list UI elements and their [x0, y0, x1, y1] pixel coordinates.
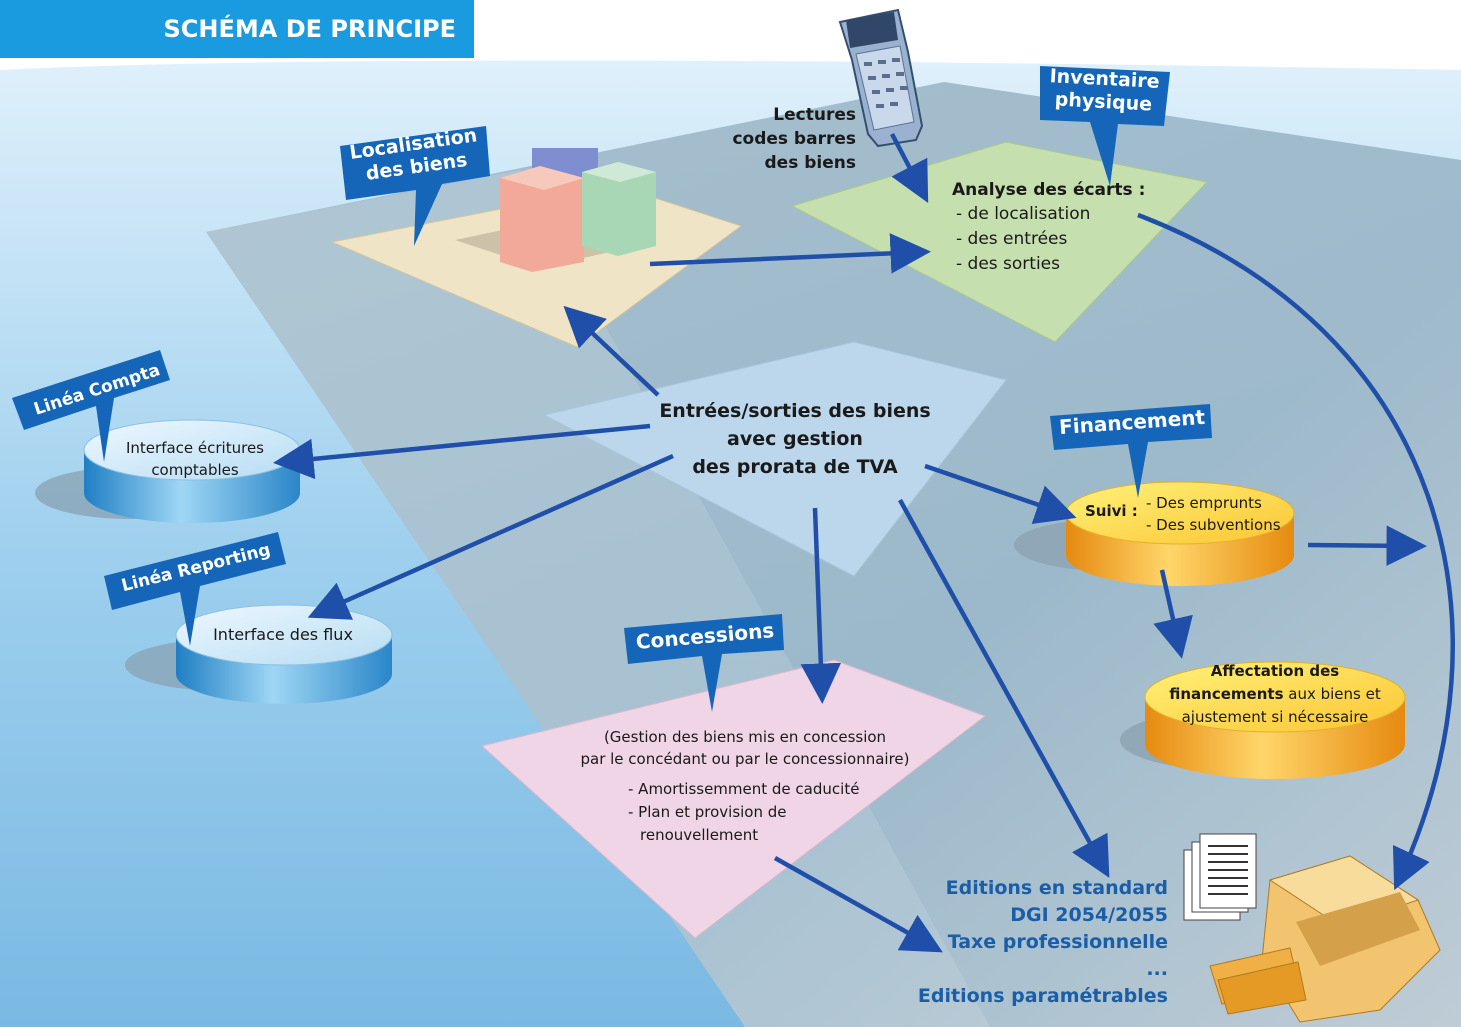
page-title: SCHÉMA DE PRINCIPE [0, 0, 474, 58]
compta-line1: Interface écritures [125, 439, 264, 457]
affectation-line2: financements aux biens et [1150, 683, 1400, 706]
center-line2: avec gestion [727, 428, 863, 450]
compta-line2: comptables [151, 461, 239, 479]
affectation-bold-1: Affectation des [1210, 662, 1340, 680]
affectation-label: Affectation des financements aux biens e… [1150, 660, 1400, 729]
compta-cylinder [35, 419, 301, 523]
arrow-ecarts-to-printer [1137, 212, 1455, 891]
affectation-line3: ajustement si nécessaire [1181, 708, 1369, 726]
concessions-intro: (Gestion des biens mis en concession par… [540, 726, 950, 770]
concessions-item: renouvellement [640, 826, 759, 844]
tag-inventaire [1040, 66, 1170, 186]
arrow-center-to-compta [273, 423, 651, 480]
arrow-scanner-to-ecarts [890, 132, 929, 203]
printer-icon [1209, 855, 1441, 1023]
reporting-label: Interface des flux [213, 625, 353, 644]
arrow-suivi-to-right [1307, 525, 1427, 566]
scanner-line1: Lectures [773, 105, 856, 125]
scanner-label: Lectures codes barres des biens [720, 103, 856, 175]
suivi-items: - Des emprunts - Des subventions [1146, 492, 1281, 536]
suivi-item: - Des subventions [1146, 516, 1281, 534]
concessions-intro-line2: par le concédant ou par le concessionnai… [580, 750, 910, 768]
central-panel [542, 341, 1007, 577]
compta-label: Interface écritures comptables [102, 437, 288, 481]
scanner-line2: codes barres [732, 129, 856, 149]
edition-line: Editions en standard [945, 877, 1168, 899]
arrow-center-to-editions [898, 498, 1110, 878]
scanner-line3: des biens [764, 153, 856, 173]
edition-line: Taxe professionnelle [947, 931, 1168, 953]
suivi-item: - Des emprunts [1146, 494, 1262, 512]
tag-concessions [624, 614, 784, 712]
ecarts-block: Analyse des écarts : [952, 178, 1145, 203]
ecarts-item: - de localisation [956, 204, 1091, 224]
concessions-panel [480, 659, 987, 939]
edition-line: Editions paramétrables [917, 985, 1168, 1007]
edition-line: DGI 2054/2055 [1010, 904, 1168, 926]
tag-linea-compta [12, 350, 170, 462]
barcode-scanner-icon [838, 8, 924, 148]
ecarts-item: - des entrées [956, 229, 1068, 249]
arrow-center-to-concessions [800, 507, 842, 704]
affectation-bold-2: financements [1169, 685, 1284, 703]
suivi-label: Suivi : [1085, 502, 1138, 520]
affectation-cylinder [1120, 661, 1406, 779]
affectation-rest-1: aux biens et [1283, 685, 1381, 703]
arrow-suivi-to-affectation [1153, 569, 1193, 659]
ecarts-item: - des sorties [956, 254, 1061, 274]
tag-financement [1050, 404, 1212, 498]
arrow-center-to-reporting [307, 453, 674, 620]
affectation-line1: Affectation des [1150, 660, 1400, 683]
ecarts-items: - de localisation - des entrées - des so… [956, 202, 1090, 277]
tag-linea-reporting [104, 532, 286, 646]
arrow-center-to-localisation [563, 305, 660, 397]
suivi-cylinder [1014, 481, 1295, 586]
edition-line: ... [1146, 958, 1168, 980]
concessions-item: - Plan et provision de [628, 803, 787, 821]
tag-banners [12, 66, 1212, 712]
flow-arrows [273, 132, 1455, 953]
ecarts-title: Analyse des écarts : [952, 180, 1146, 200]
reporting-cylinder [125, 604, 393, 704]
tag-localisation [340, 126, 490, 246]
editions-list: Editions en standard DGI 2054/2055 Taxe … [880, 875, 1168, 1010]
documents-icon [1183, 833, 1257, 921]
arrow-concessions-to-editions [773, 856, 943, 953]
arrow-center-to-suivi [924, 463, 1077, 524]
concessions-items: - Amortissemment de caducité - Plan et p… [628, 778, 859, 847]
concessions-item: - Amortissemment de caducité [628, 780, 860, 798]
center-label: Entrées/sorties des biens avec gestion d… [640, 397, 950, 481]
arrow-localisation-to-ecarts [649, 233, 931, 274]
tag-inventaire-label: Inventaire physique [1039, 65, 1169, 118]
center-line3: des prorata de TVA [692, 456, 898, 478]
buildings-icon [500, 148, 656, 272]
concessions-intro-line1: (Gestion des biens mis en concession [603, 728, 887, 746]
center-line1: Entrées/sorties des biens [659, 400, 931, 422]
